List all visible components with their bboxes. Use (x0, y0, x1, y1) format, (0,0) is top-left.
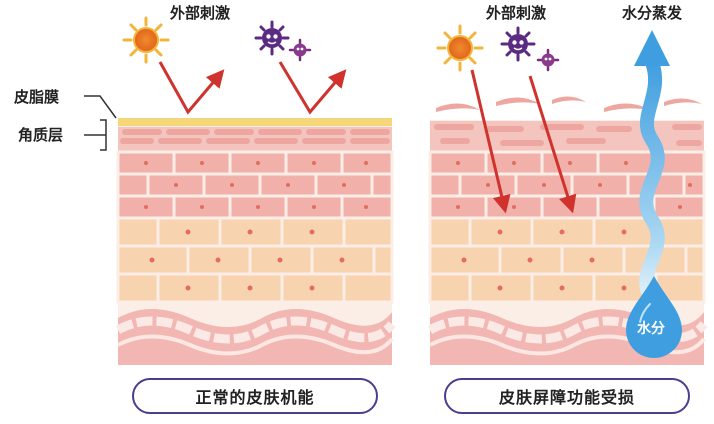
granular-layer (116, 150, 394, 220)
water-evaporation-label: 水分蒸发 (622, 4, 683, 22)
sun-icon-right (436, 24, 484, 72)
sun-icon (122, 16, 170, 64)
caption-damaged-skin: 皮肤屏障功能受损 (444, 378, 690, 414)
reflected-stimulus-arrows (158, 61, 347, 115)
penetrating-stimulus-arrows (470, 69, 577, 214)
external-stimulus-label-left: 外部刺激 (170, 4, 231, 22)
stratum-corneum-layer (118, 127, 392, 151)
damaged-spinous-layer (428, 216, 706, 304)
virus-icon (254, 20, 290, 56)
cell-nuclei (144, 161, 368, 291)
sebum-layer (118, 118, 392, 126)
damaged-cell-nuclei (456, 161, 692, 291)
damaged-flakes (436, 96, 702, 112)
spinous-layer (116, 216, 394, 304)
label-pointers (84, 95, 117, 151)
left-skin-panel (115, 61, 396, 365)
small-virus-icon (288, 38, 312, 62)
stratum-corneum-label: 角质层 (18, 126, 64, 144)
water-arrow-head (634, 30, 670, 66)
right-skin-panel (427, 30, 708, 365)
virus-icon-right (500, 26, 536, 62)
sebum-membrane-label: 皮脂膜 (14, 88, 60, 106)
water-drop-label: 水分 (637, 321, 665, 337)
water-drop-icon (626, 276, 682, 358)
damaged-stratum-layer (430, 121, 704, 151)
caption-normal-skin: 正常的皮肤机能 (132, 378, 378, 414)
external-stimulus-label-right: 外部刺激 (486, 4, 547, 22)
small-virus-icon-right (536, 48, 560, 72)
water-evaporation-arrow (634, 30, 670, 307)
